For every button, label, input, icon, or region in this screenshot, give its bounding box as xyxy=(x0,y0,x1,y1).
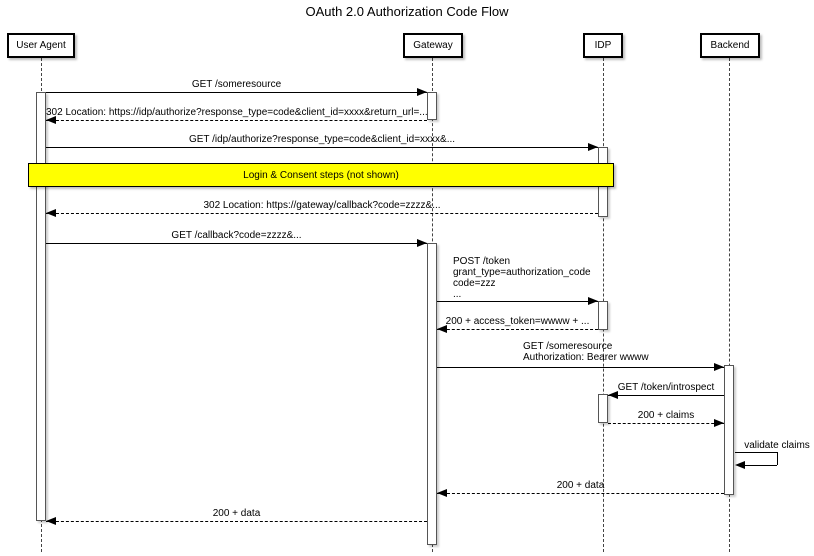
highlight-note: Login & Consent steps (not shown) xyxy=(28,163,614,187)
msg-1-line xyxy=(46,92,427,93)
activation-bar-gateway-1 xyxy=(427,92,437,120)
msg-9-arrowhead-icon xyxy=(608,391,618,399)
msg-10-arrowhead-icon xyxy=(714,419,724,427)
msg-6-arrowhead-icon xyxy=(588,297,598,305)
actor-label-gateway: Gateway xyxy=(413,40,453,51)
msg-4-label: 302 Location: https://gateway/callback?c… xyxy=(203,200,441,211)
msg-5-line xyxy=(46,243,427,244)
msg-5-arrowhead-icon xyxy=(417,239,427,247)
activation-bar-backend xyxy=(724,365,734,495)
msg-12-arrowhead-icon xyxy=(437,489,447,497)
activation-bar-gateway-2 xyxy=(427,243,437,545)
msg-11-line-top xyxy=(735,452,777,453)
activation-bar-user-agent xyxy=(36,92,46,521)
msg-4-line xyxy=(46,213,598,214)
actor-box-user-agent: User Agent xyxy=(7,33,75,58)
msg-1-label: GET /someresource xyxy=(191,79,282,90)
msg-6-label-line-2: grant_type=authorization_code xyxy=(453,267,591,278)
msg-5-label: GET /callback?code=zzzz&... xyxy=(171,230,302,241)
msg-13-arrowhead-icon xyxy=(46,517,56,525)
msg-6-label-line-3: code=zzz xyxy=(453,278,496,289)
msg-11-arrowhead-icon xyxy=(735,461,745,469)
msg-6-label-line-4: ... xyxy=(453,289,462,300)
msg-9-line xyxy=(608,395,724,396)
diagram-title: OAuth 2.0 Authorization Code Flow xyxy=(305,4,509,19)
msg-7-arrowhead-icon xyxy=(437,325,447,333)
msg-2-arrowhead-icon xyxy=(46,116,56,124)
msg-2-line xyxy=(46,120,427,121)
actor-box-idp: IDP xyxy=(583,33,623,58)
actor-box-backend: Backend xyxy=(700,33,760,58)
msg-12-line xyxy=(437,493,724,494)
msg-3-arrowhead-icon xyxy=(588,143,598,151)
msg-1-arrowhead-icon xyxy=(417,88,427,96)
msg-6-line xyxy=(437,301,598,302)
msg-7-label: 200 + access_token=wwww + ... xyxy=(445,316,590,327)
msg-8-arrowhead-icon xyxy=(714,363,724,371)
msg-8-label: GET /someresource Authorization: Bearer … xyxy=(523,341,649,363)
activation-bar-idp-2 xyxy=(598,301,608,330)
highlight-note-label: Login & Consent steps (not shown) xyxy=(243,169,399,181)
actor-label-idp: IDP xyxy=(594,40,612,51)
msg-6-label-line-1: POST /token xyxy=(453,256,511,267)
actor-label-user-agent: User Agent xyxy=(16,40,66,51)
msg-8-label-line-1: GET /someresource xyxy=(523,341,613,352)
msg-12-label: 200 + data xyxy=(556,480,605,491)
msg-7-line xyxy=(437,329,598,330)
msg-8-line xyxy=(437,367,724,368)
msg-2-label: 302 Location: https://idp/authorize?resp… xyxy=(46,107,428,118)
lifeline-backend xyxy=(729,58,730,552)
msg-6-label: POST /token grant_type=authorization_cod… xyxy=(453,256,591,300)
msg-13-line xyxy=(46,521,427,522)
msg-11-line-bottom xyxy=(745,465,777,466)
actor-label-backend: Backend xyxy=(710,40,750,51)
msg-13-label: 200 + data xyxy=(212,508,261,519)
msg-9-label: GET /token/introspect xyxy=(617,382,715,393)
actor-box-gateway: Gateway xyxy=(403,33,463,58)
msg-3-label: GET /idp/authorize?response_type=code&cl… xyxy=(188,134,456,145)
msg-11-line-right xyxy=(777,452,778,465)
msg-8-label-line-2: Authorization: Bearer wwww xyxy=(523,352,649,363)
msg-4-arrowhead-icon xyxy=(46,209,56,217)
msg-3-line xyxy=(46,147,598,148)
activation-bar-idp-3 xyxy=(598,394,608,423)
msg-10-line xyxy=(608,423,724,424)
msg-10-label: 200 + claims xyxy=(637,410,695,421)
msg-11-label: validate claims xyxy=(744,440,810,451)
